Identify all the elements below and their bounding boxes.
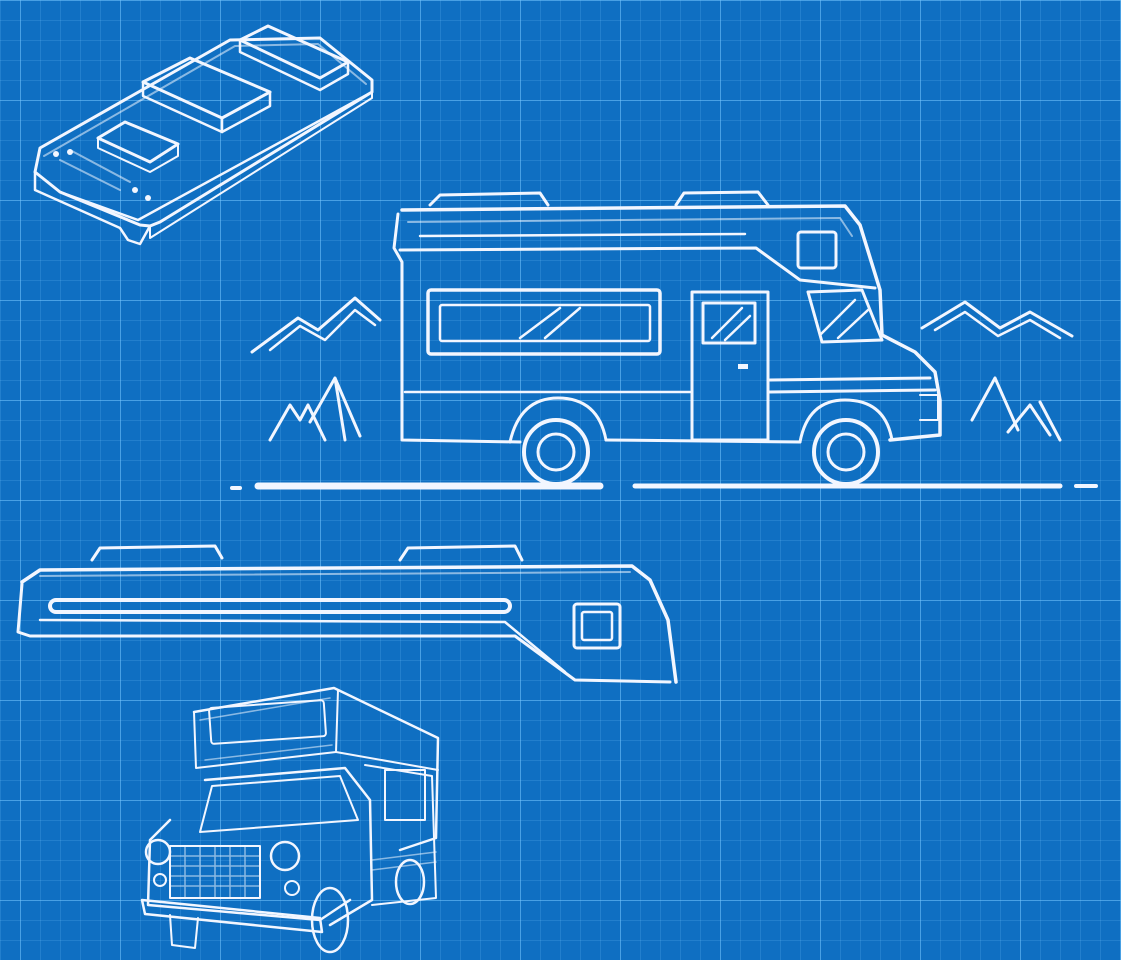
rv-side-view-sketch (230, 190, 1098, 490)
roof-side-profile-sketch (16, 544, 678, 684)
rv-perspective-sketch (140, 686, 440, 954)
roof-top-view-sketch (33, 24, 374, 246)
